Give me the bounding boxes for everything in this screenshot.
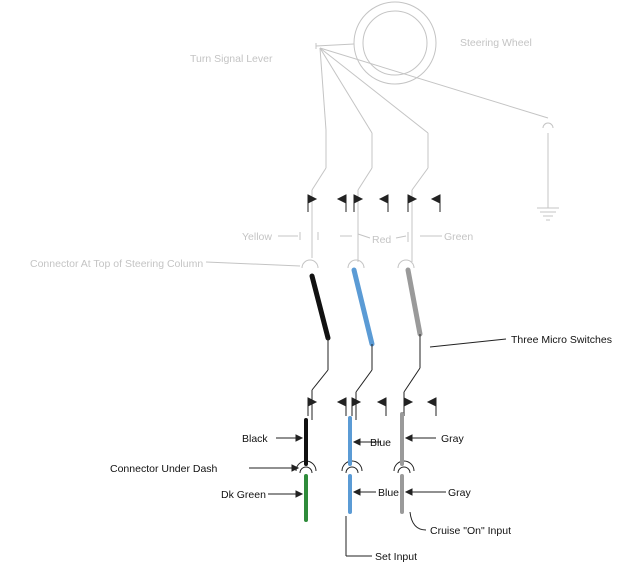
steering-wheel-outer: [353, 1, 437, 85]
label-connector-under-dash: Connector Under Dash: [110, 463, 218, 475]
fan-line-2: [319, 47, 373, 134]
label-blue-upper: Blue: [370, 437, 391, 449]
label-black: Black: [242, 433, 268, 445]
label-turn-signal-lever: Turn Signal Lever: [190, 53, 273, 65]
label-leaders: [268, 434, 446, 498]
fan-line-4: [319, 47, 549, 119]
ground-hook: [542, 122, 554, 129]
turn-signal-lever: [315, 43, 355, 47]
upper-faint-section: [205, 1, 559, 269]
label-connector-top: Connector At Top of Steering Column: [30, 258, 203, 270]
label-green: Green: [444, 231, 473, 243]
label-dk-green: Dk Green: [221, 489, 266, 501]
label-set-input: Set Input: [375, 551, 417, 563]
gray-wire-upper: [405, 267, 423, 337]
upper-flags: [307, 194, 441, 212]
label-red: Red: [372, 234, 391, 246]
black-wire-upper: [309, 273, 331, 341]
label-steering-wheel: Steering Wheel: [460, 37, 532, 49]
label-gray-lower: Gray: [448, 487, 472, 499]
fan-line-3: [319, 47, 429, 134]
label-yellow: Yellow: [242, 231, 272, 243]
lower-wires: [304, 412, 404, 522]
fan-line-1: [319, 47, 327, 131]
blue-wire-upper: [351, 267, 375, 347]
label-three-micro-switches: Three Micro Switches: [511, 334, 612, 346]
upper-wires: [309, 267, 423, 347]
label-cruise-on-input: Cruise "On" Input: [430, 525, 511, 537]
label-blue-lower: Blue: [378, 487, 399, 499]
lower-flags: [307, 397, 437, 416]
label-gray-upper: Gray: [441, 433, 465, 445]
steering-wheel-inner: [362, 10, 428, 76]
